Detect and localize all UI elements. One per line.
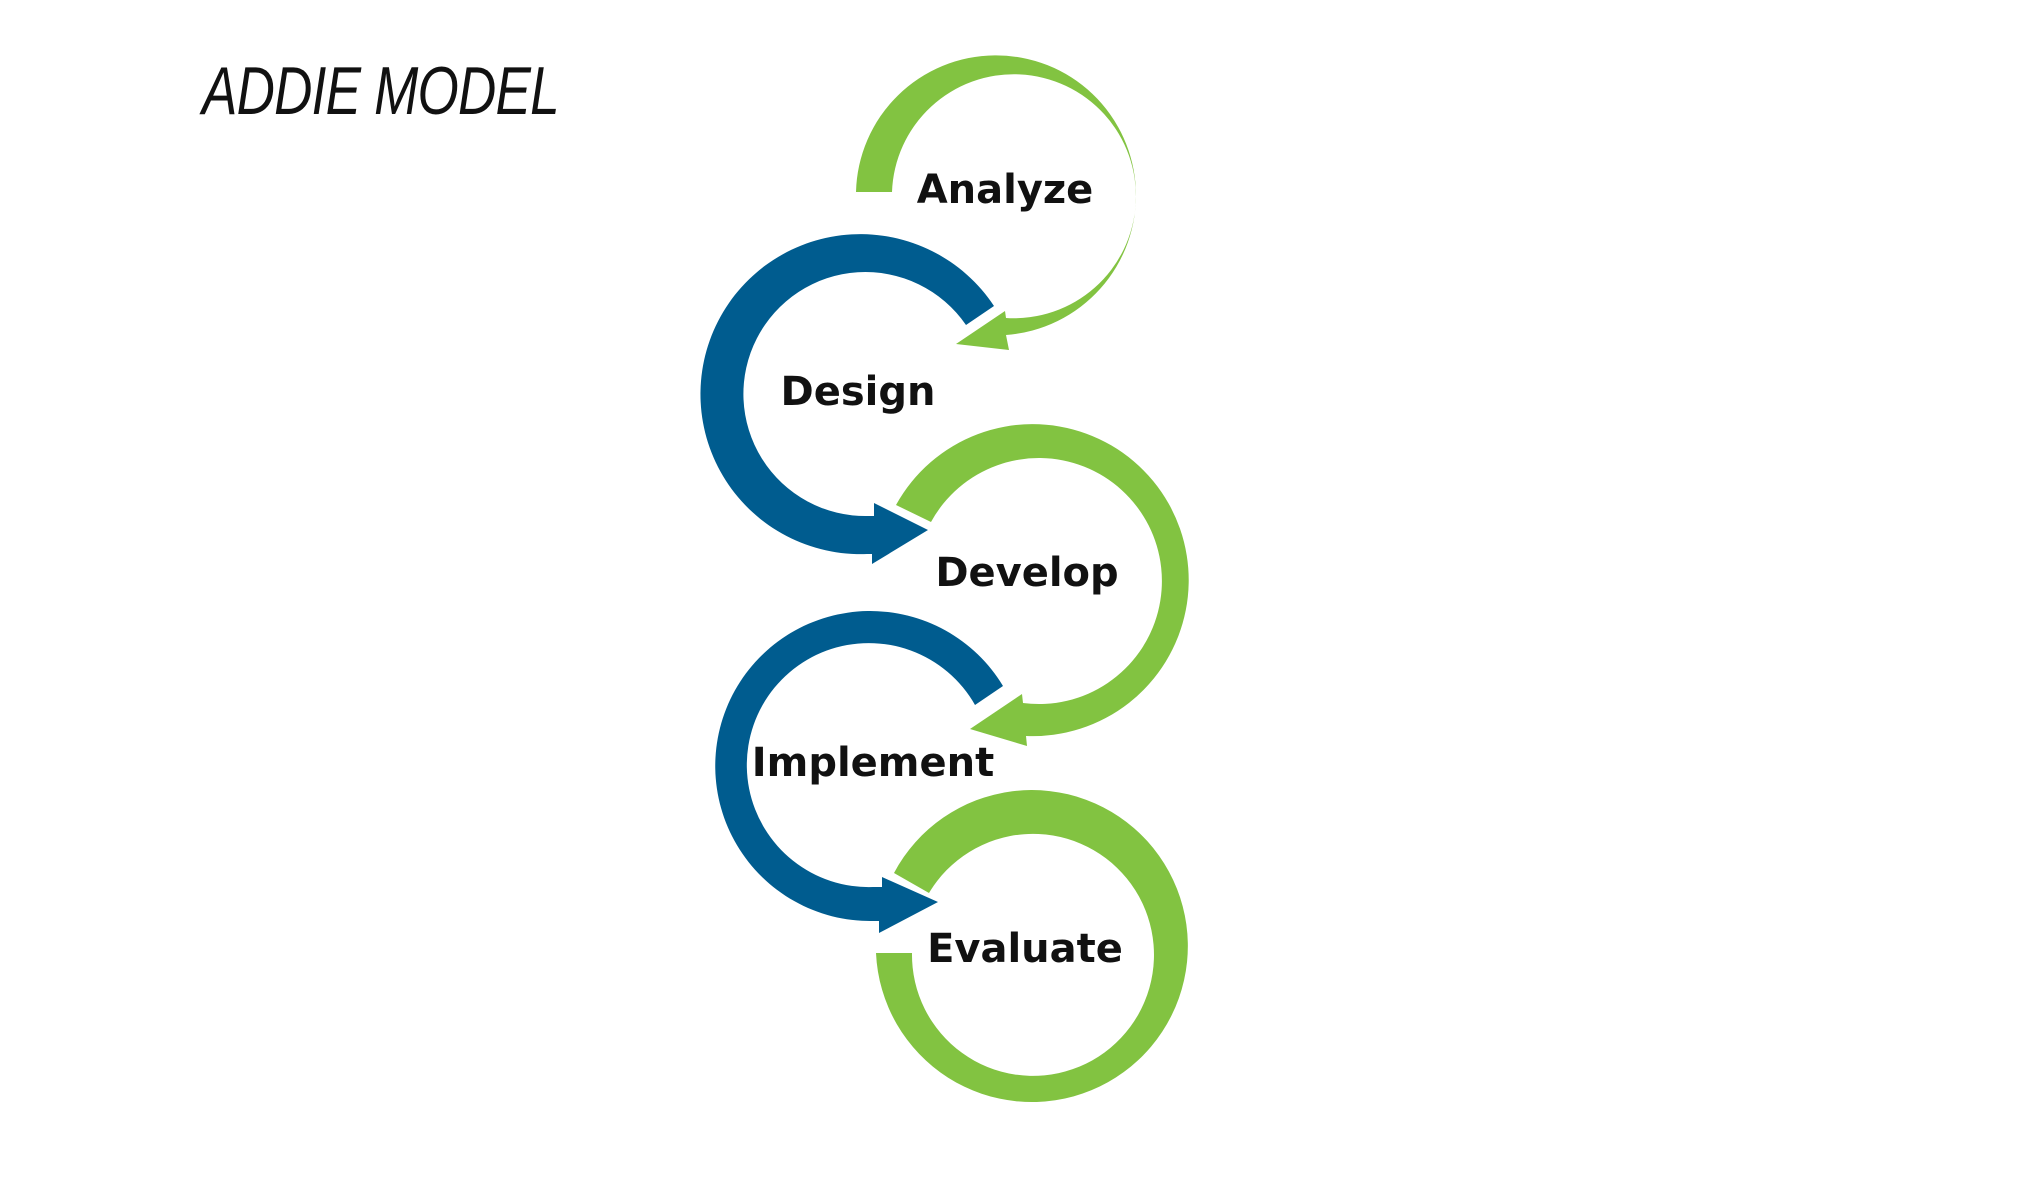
stage-label-implement: Implement xyxy=(752,740,994,786)
stage-label-evaluate: Evaluate xyxy=(927,926,1123,972)
stage-develop: Develop xyxy=(896,424,1189,746)
stage-label-design: Design xyxy=(781,369,936,415)
stage-label-develop: Develop xyxy=(935,550,1118,596)
stage-design: Design xyxy=(700,234,994,564)
diagram-title: ADDIE MODEL xyxy=(202,53,560,129)
stage-label-analyze: Analyze xyxy=(917,167,1094,213)
stage-implement: Implement xyxy=(715,611,1003,933)
stage-analyze: Analyze xyxy=(856,55,1136,351)
design-arrow-icon xyxy=(700,234,994,564)
stage-evaluate: Evaluate xyxy=(876,790,1188,1103)
